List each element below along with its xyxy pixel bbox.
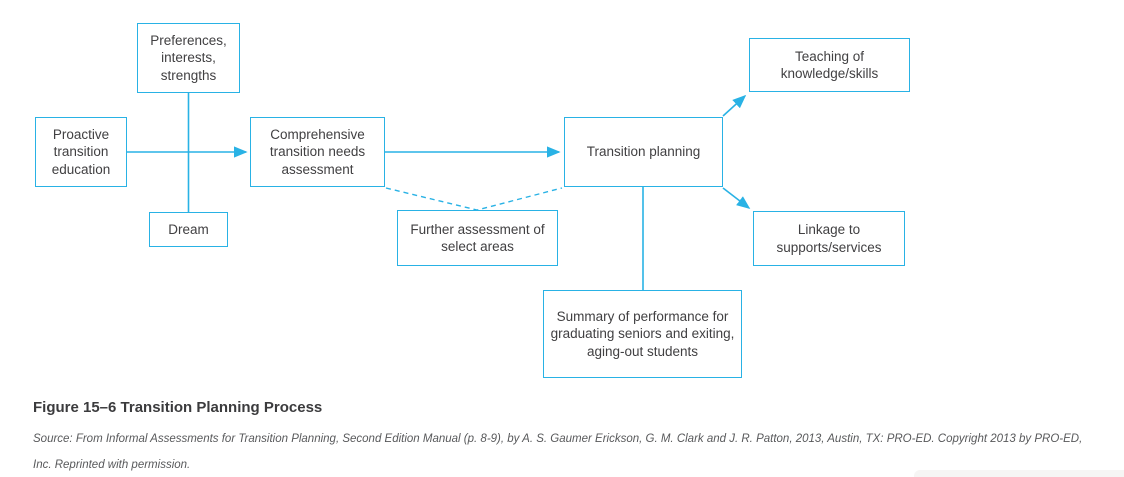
node-further-label: Further assessment of select areas	[410, 221, 545, 254]
figure-caption-block: Figure 15–6 Transition Planning Process …	[33, 399, 1099, 477]
node-preferences-label: Preferences, interests, strengths	[150, 33, 227, 83]
node-teaching-label: Teaching of knowledge/skills	[780, 48, 879, 81]
node-summary-of-performance: Summary of performance for graduating se…	[543, 290, 742, 378]
transition-planning-diagram: Preferences, interests, strengths Proact…	[35, 23, 910, 378]
node-teaching-knowledge-skills: Teaching of knowledge/skills	[749, 38, 910, 92]
node-comprehensive-label: Comprehensive transition needs assessmen…	[269, 127, 366, 177]
node-summary-label: Summary of performance for graduating se…	[550, 309, 735, 359]
node-linkage-supports-services: Linkage to supports/services	[753, 211, 905, 266]
node-further-assessment: Further assessment of select areas	[397, 210, 558, 266]
node-proactive-transition-education: Proactive transition education	[35, 117, 127, 187]
node-proactive-label: Proactive transition education	[51, 127, 111, 177]
figure-source: Source: From Informal Assessments for Tr…	[33, 433, 1083, 471]
node-transition-planning: Transition planning	[564, 117, 723, 187]
page-corner-strip	[914, 470, 1124, 477]
edge-transition-teaching	[722, 94, 747, 117]
node-transition-label: Transition planning	[586, 144, 701, 160]
node-dream: Dream	[149, 212, 228, 247]
node-preferences: Preferences, interests, strengths	[137, 23, 240, 93]
edge-transition-linkage	[722, 187, 751, 209]
node-comprehensive-needs-assessment: Comprehensive transition needs assessmen…	[250, 117, 385, 187]
edge-dashed-further-assessment	[385, 187, 563, 211]
node-dream-label: Dream	[168, 221, 209, 237]
figure-caption: Figure 15–6 Transition Planning Process	[33, 399, 323, 416]
node-linkage-label: Linkage to supports/services	[776, 222, 882, 255]
